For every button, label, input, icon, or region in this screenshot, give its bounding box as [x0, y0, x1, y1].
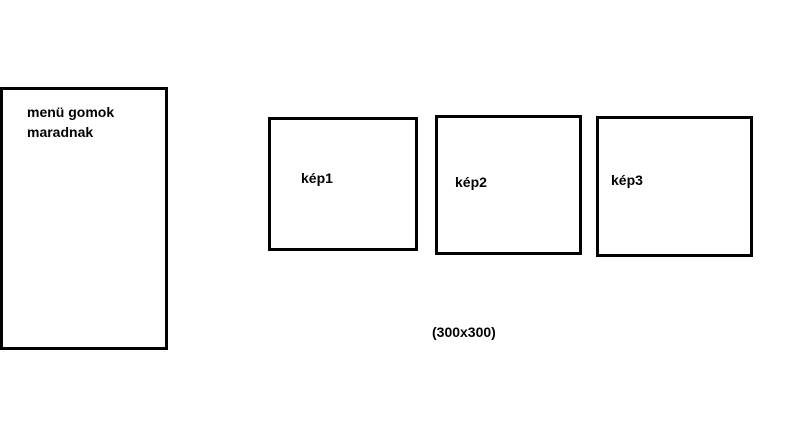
menu-label-line2: maradnak [27, 124, 94, 140]
image-size-note: (300x300) [432, 324, 496, 340]
image-label-3: kép3 [611, 172, 643, 188]
menu-panel-label: menü gomok maradnak [27, 102, 157, 142]
image-placeholder-3: kép3 [596, 116, 753, 257]
image-placeholder-2: kép2 [435, 115, 582, 255]
image-label-2: kép2 [455, 174, 487, 190]
image-placeholder-1: kép1 [268, 117, 418, 251]
image-label-1: kép1 [301, 170, 333, 186]
menu-label-line1: menü gomok [27, 104, 115, 120]
menu-panel: menü gomok maradnak [0, 87, 168, 350]
